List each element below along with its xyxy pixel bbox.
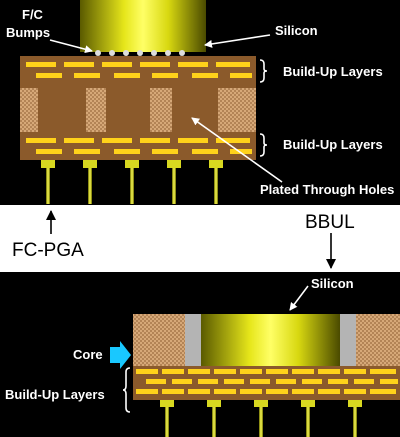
plated-holes-label: Plated Through Holes [260,182,394,197]
bbul-pins [160,400,362,437]
bbul-buildup-brace [122,367,131,413]
fc-bumps-arrow [49,39,93,54]
plated-through-holes [20,88,256,132]
bump [137,50,143,56]
buildup-top-brace [259,59,268,83]
buildup-bottom-brace [259,133,268,157]
plated-holes-arrow [191,117,283,183]
pin [83,160,97,168]
pin [165,407,169,437]
pga-pins [41,160,223,204]
bottom-buildup-traces [26,138,252,154]
top-silicon-arrow [204,34,271,48]
pin [353,407,357,437]
pin [259,407,263,437]
bump [179,50,185,56]
through-hole [218,88,256,132]
bottom-silicon-label: Silicon [311,276,354,291]
buildup-top-label: Build-Up Layers [283,64,383,79]
pin [209,160,223,168]
pin [172,168,176,204]
bbul-label: BBUL [305,212,355,233]
comparison-labels: FC-PGA BBUL [12,210,355,269]
core-arrow [110,341,131,369]
buildup-bottom-label: Build-Up Layers [283,137,383,152]
pin [306,407,310,437]
bbul-panel: Silicon Core Build-Up Layers [0,272,400,437]
bbul-buildup-label: Build-Up Layers [5,387,105,402]
pin [125,160,139,168]
bump [123,50,129,56]
fc-pga-panel: F/C Bumps Silicon Build-Up Layers Build-… [0,0,400,205]
fc-pga-label: FC-PGA [12,240,84,261]
top-buildup-traces [26,62,252,78]
core-label: Core [73,347,103,362]
through-hole [150,88,172,132]
fc-bumps-label-line2: Bumps [6,25,50,40]
through-hole [86,88,106,132]
bump [151,50,157,56]
pin [254,400,268,407]
pin [214,168,218,204]
pin [160,400,174,407]
pin [167,160,181,168]
bump [165,50,171,56]
core-right [356,314,400,366]
pin [130,168,134,204]
pin [88,168,92,204]
bottom-silicon-arrow [289,285,309,311]
top-silicon-label: Silicon [275,23,318,38]
bump [95,50,101,56]
pin [301,400,315,407]
pin [348,400,362,407]
encapsulant-left [185,314,201,366]
bump [109,50,115,56]
through-hole [20,88,38,132]
top-silicon-die [80,0,206,52]
bottom-silicon-die [201,314,340,366]
fc-bumps-label-line1: F/C [22,7,44,22]
fc-bumps [95,50,185,56]
bbul-buildup-traces [136,369,398,394]
pin [207,400,221,407]
core-left [133,314,185,366]
pin [212,407,216,437]
pin [46,168,50,204]
encapsulant-right [340,314,356,366]
pin [41,160,55,168]
